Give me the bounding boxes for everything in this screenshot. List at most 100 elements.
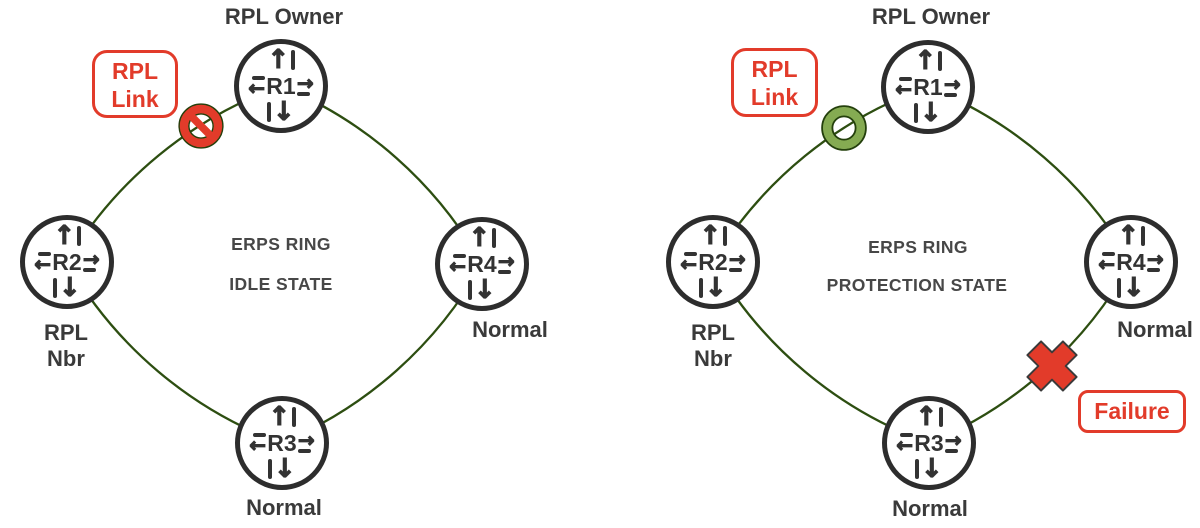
- router-mid-row: ← R2 →: [680, 247, 746, 276]
- bar-icon: [723, 226, 727, 246]
- down-arrow-icon: ↓: [704, 273, 727, 303]
- bar-icon: [944, 449, 958, 453]
- bar-icon: [453, 254, 467, 258]
- router-name: R4: [1116, 248, 1146, 275]
- router-down-port: ↓: [1117, 273, 1145, 303]
- normal-label-r3: Normal: [892, 496, 968, 521]
- ring-state-idle: IDLE STATE: [229, 274, 333, 294]
- router-name: R3: [914, 429, 944, 456]
- router-name: R1: [913, 73, 943, 100]
- rpl-link-line1: RPL: [112, 58, 158, 84]
- right-arrow-icon: →: [943, 72, 961, 97]
- bar-icon: [728, 268, 742, 272]
- router-down-port: ↓: [268, 455, 296, 483]
- bar-icon: [82, 268, 96, 272]
- router-r3-protection: ↑ ← R3 → ↓: [882, 396, 976, 490]
- blocked-link-icon: [178, 103, 224, 149]
- router-down-port: ↓: [914, 98, 942, 128]
- up-arrow-icon: ↑: [915, 402, 938, 432]
- router-down-port: ↓: [53, 273, 81, 303]
- ring-state-protection: PROTECTION STATE: [826, 275, 1008, 295]
- up-arrow-icon: ↑: [468, 223, 491, 253]
- right-arrow-icon: →: [497, 249, 515, 274]
- failure-label: Failure: [1094, 398, 1170, 424]
- router-down-port: ↓: [468, 276, 496, 304]
- router-mid-row: ← R3 →: [249, 428, 315, 457]
- router-r4-idle: ↑ ← R4 → ↓: [435, 217, 529, 311]
- open-link-icon: [821, 105, 867, 151]
- failure-callout: Failure: [1078, 390, 1186, 433]
- up-arrow-icon: ↑: [699, 221, 722, 251]
- bar-icon: [468, 280, 472, 300]
- right-arrow-icon: →: [728, 247, 746, 272]
- bar-icon: [296, 92, 310, 96]
- router-up-port: ↑: [53, 221, 81, 251]
- left-arrow-icon: ←: [249, 432, 267, 457]
- bar-icon: [38, 252, 52, 256]
- router-down-port: ↓: [699, 273, 727, 303]
- bar-icon: [267, 102, 271, 122]
- bar-icon: [915, 459, 919, 479]
- down-arrow-icon: ↓: [919, 98, 942, 128]
- router-up-port: ↑: [1117, 221, 1145, 251]
- router-name: R3: [267, 429, 297, 456]
- router-mid-row: ← R1 →: [895, 72, 961, 101]
- router-name: R2: [698, 248, 728, 275]
- ring-title-protection: ERPS RING: [868, 237, 968, 257]
- bar-icon: [684, 252, 698, 256]
- router-name: R2: [52, 248, 82, 275]
- rpl-nbr-line2: Nbr: [694, 346, 732, 371]
- bar-icon: [77, 226, 81, 246]
- bar-icon: [914, 103, 918, 123]
- router-mid-row: ← R2 →: [34, 247, 100, 276]
- right-arrow-icon: →: [82, 247, 100, 272]
- router-up-port: ↑: [914, 46, 942, 76]
- rpl-nbr-label: RPL Nbr: [691, 320, 735, 372]
- bar-icon: [492, 228, 496, 248]
- rpl-link-line1: RPL: [751, 56, 798, 82]
- rpl-nbr-line2: Nbr: [47, 346, 85, 371]
- router-mid-row: ← R4 →: [1098, 248, 1164, 276]
- bar-icon: [497, 270, 511, 274]
- bar-icon: [1146, 268, 1160, 272]
- failure-x-icon: [1026, 340, 1078, 392]
- up-arrow-icon: ↑: [1117, 221, 1140, 251]
- router-name: R1: [266, 72, 296, 99]
- left-arrow-icon: ←: [248, 75, 266, 100]
- router-r2-protection: ↑ ← R2 → ↓: [666, 215, 760, 309]
- router-name: R4: [467, 250, 497, 277]
- down-arrow-icon: ↓: [1122, 273, 1145, 303]
- bar-icon: [297, 449, 311, 453]
- right-arrow-icon: →: [296, 71, 314, 96]
- bar-icon: [1117, 278, 1121, 298]
- up-arrow-icon: ↑: [914, 46, 937, 76]
- bar-icon: [938, 51, 942, 71]
- bar-icon: [1102, 252, 1116, 256]
- router-up-port: ↑: [267, 46, 295, 74]
- left-arrow-icon: ←: [449, 253, 467, 278]
- down-arrow-icon: ↓: [58, 273, 81, 303]
- bar-icon: [900, 433, 914, 437]
- router-r4-protection: ↑ ← R4 → ↓: [1084, 215, 1178, 309]
- router-down-port: ↓: [267, 97, 295, 127]
- router-mid-row: ← R3 →: [896, 428, 962, 457]
- ring-title-idle: ERPS RING: [231, 234, 331, 254]
- right-arrow-icon: →: [297, 428, 315, 453]
- router-up-port: ↑: [699, 221, 727, 251]
- router-up-port: ↑: [915, 402, 943, 432]
- left-arrow-icon: ←: [895, 76, 913, 101]
- rpl-owner-label: RPL Owner: [871, 4, 991, 29]
- bar-icon: [253, 433, 267, 437]
- up-arrow-icon: ↑: [53, 221, 76, 251]
- bar-icon: [291, 50, 295, 70]
- down-arrow-icon: ↓: [272, 97, 295, 127]
- left-arrow-icon: ←: [896, 432, 914, 457]
- left-arrow-icon: ←: [1098, 251, 1116, 276]
- bar-icon: [1141, 226, 1145, 246]
- router-up-port: ↑: [268, 403, 296, 431]
- router-r3-idle: ↑ ← R3 → ↓: [235, 396, 329, 490]
- left-arrow-icon: ←: [34, 251, 52, 276]
- right-arrow-icon: →: [944, 428, 962, 453]
